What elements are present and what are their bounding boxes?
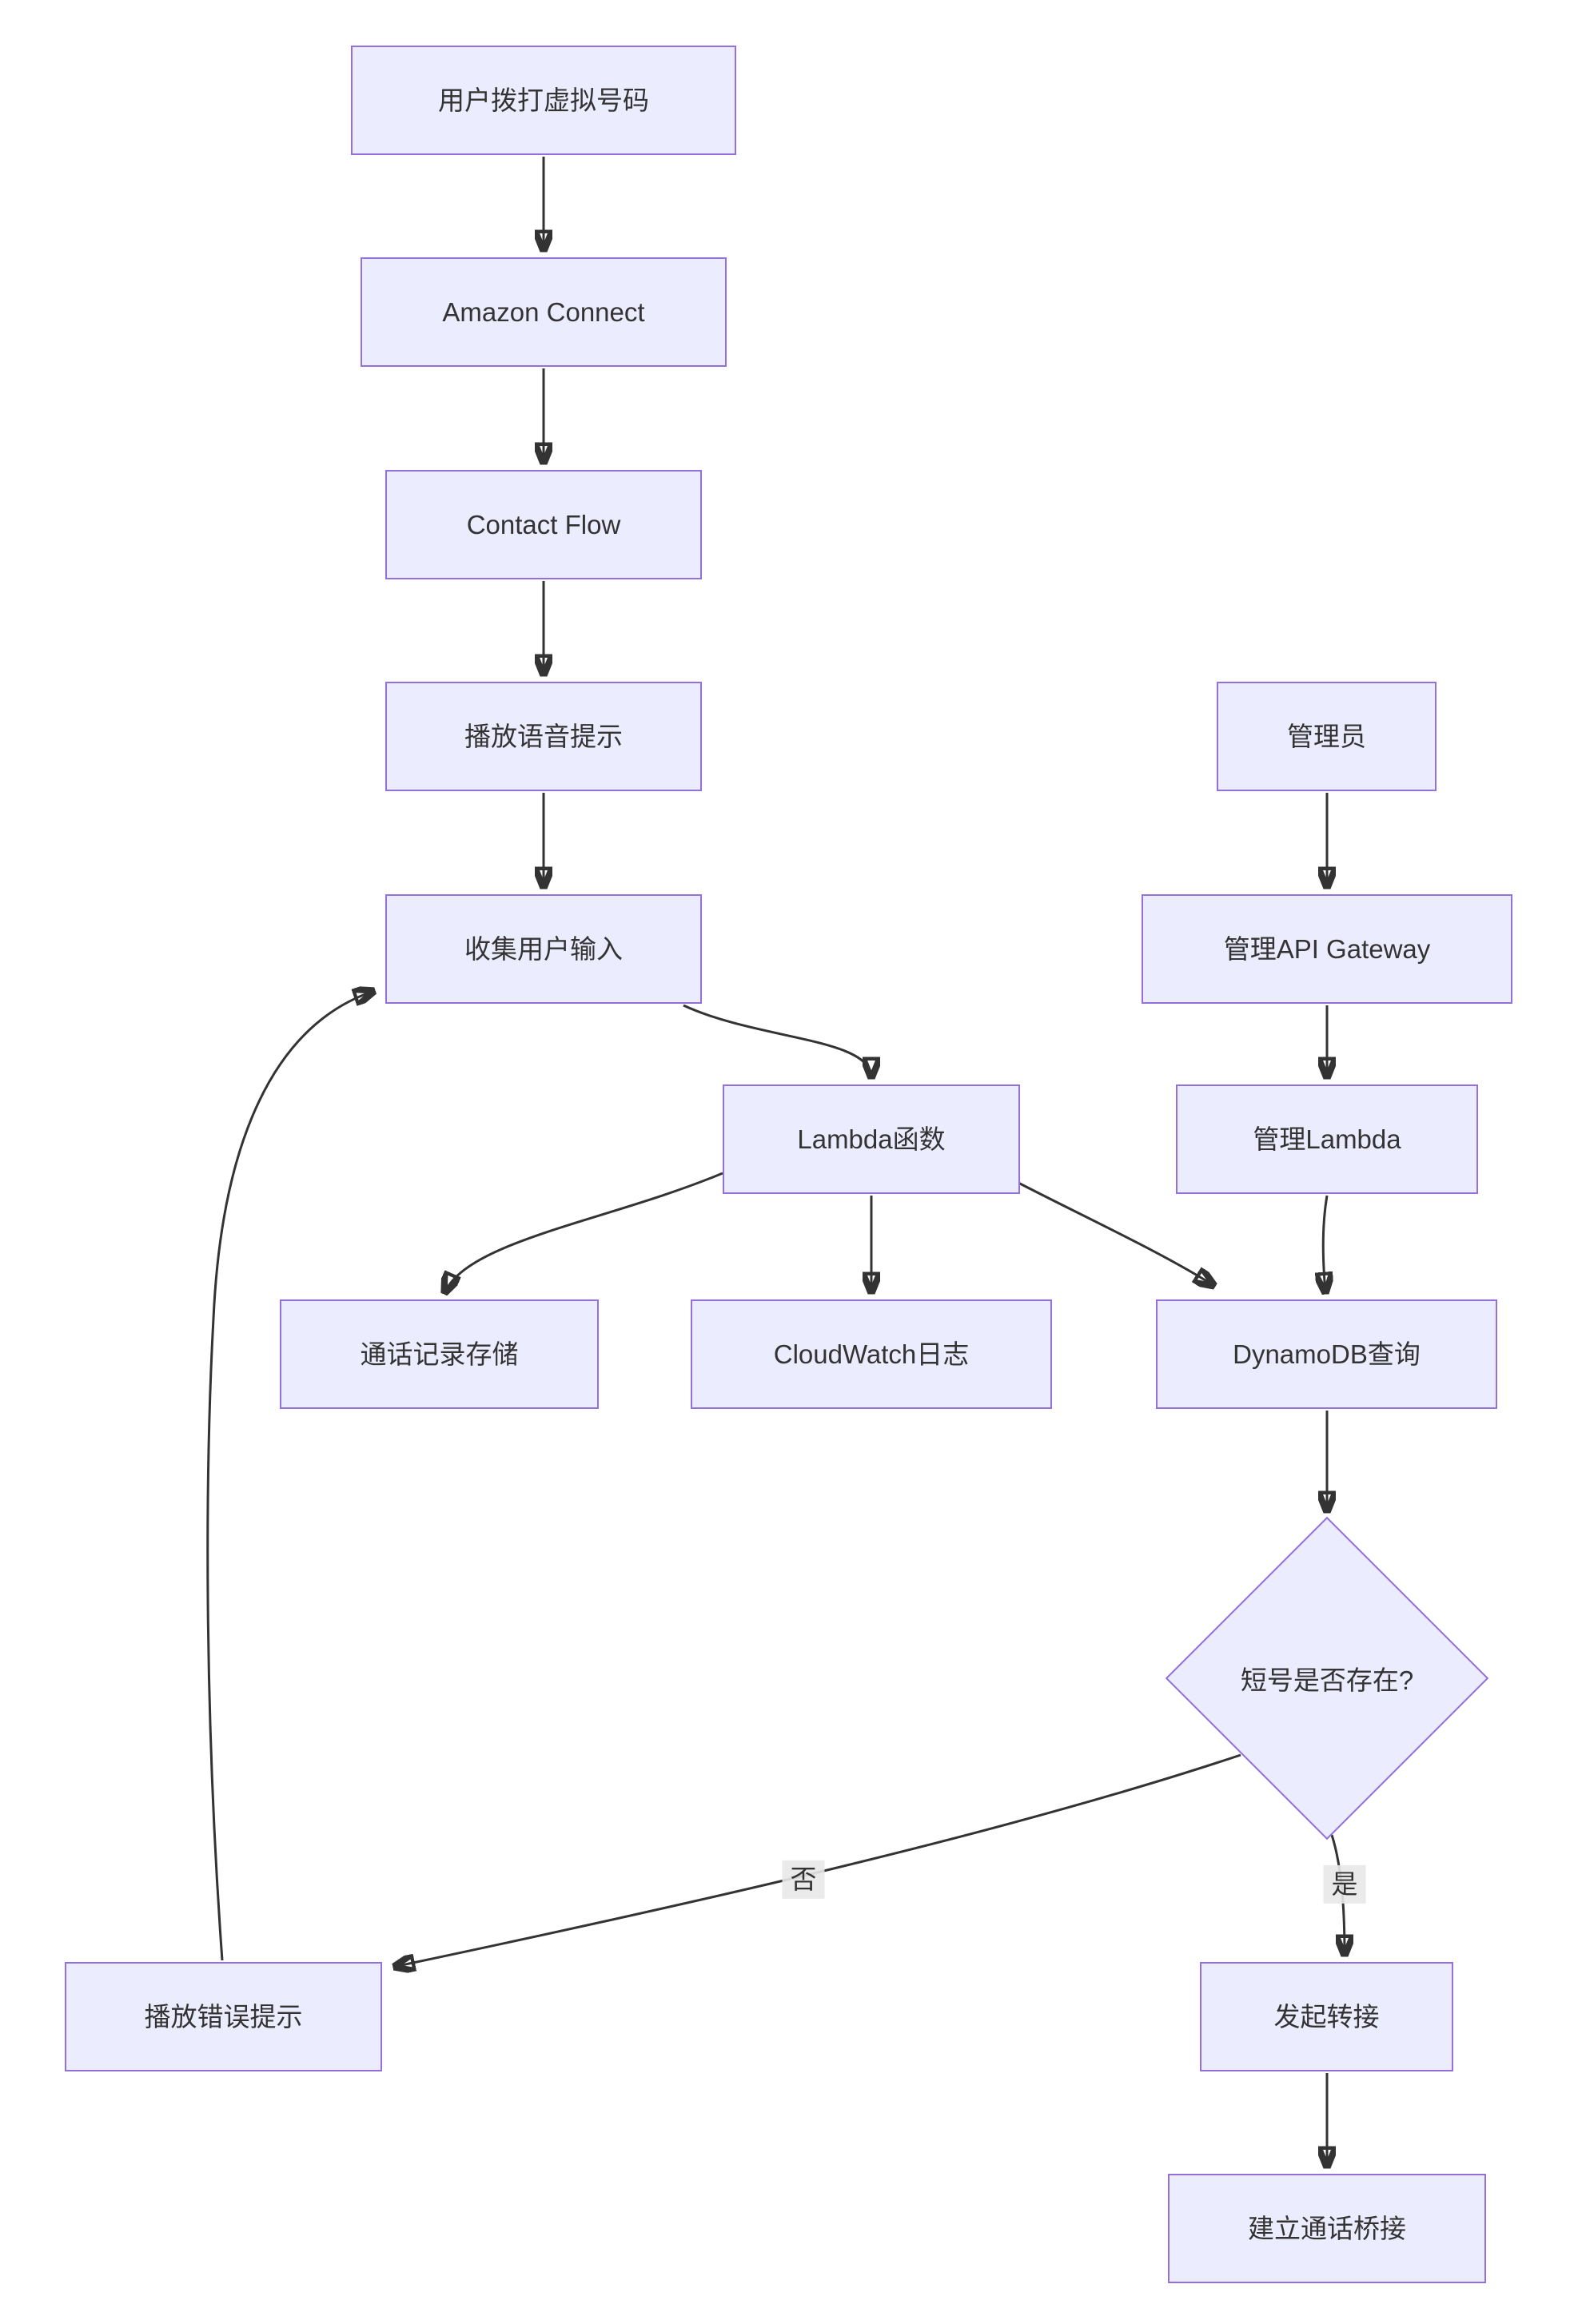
edge-label-yes: 是 (1323, 1864, 1366, 1904)
node-api-gateway: 管理API Gateway (1142, 894, 1512, 1004)
node-decision-label: 短号是否存在? (1240, 1665, 1414, 1695)
edge-lambda-fn-to-dynamodb (1018, 1181, 1214, 1286)
node-play-prompt: 播放语音提示 (385, 682, 702, 791)
node-dynamodb: DynamoDB查询 (1156, 1299, 1497, 1409)
node-play-error: 播放错误提示 (65, 1962, 382, 2071)
node-lambda-fn: Lambda函数 (723, 1084, 1020, 1194)
edge-play-error-to-collect-input (206, 991, 374, 1961)
node-admin-lambda: 管理Lambda (1176, 1084, 1478, 1194)
edge-lambda-fn-to-call-record (444, 1172, 723, 1293)
edge-label-no: 否 (782, 1860, 825, 1900)
node-call-record: 通话记录存储 (280, 1299, 599, 1409)
node-collect-input: 收集用户输入 (385, 894, 702, 1004)
node-user-dial: 用户拨打虚拟号码 (351, 46, 736, 155)
node-cloudwatch: CloudWatch日志 (691, 1299, 1052, 1409)
edge-collect-input-to-lambda-fn (683, 1004, 871, 1078)
node-contact-flow: Contact Flow (385, 470, 702, 579)
edge-admin-lambda-to-dynamodb (1323, 1195, 1327, 1293)
node-transfer: 发起转接 (1200, 1962, 1453, 2071)
node-admin: 管理员 (1217, 682, 1437, 791)
node-bridge: 建立通话桥接 (1168, 2174, 1486, 2283)
node-amazon-connect: Amazon Connect (361, 257, 727, 367)
